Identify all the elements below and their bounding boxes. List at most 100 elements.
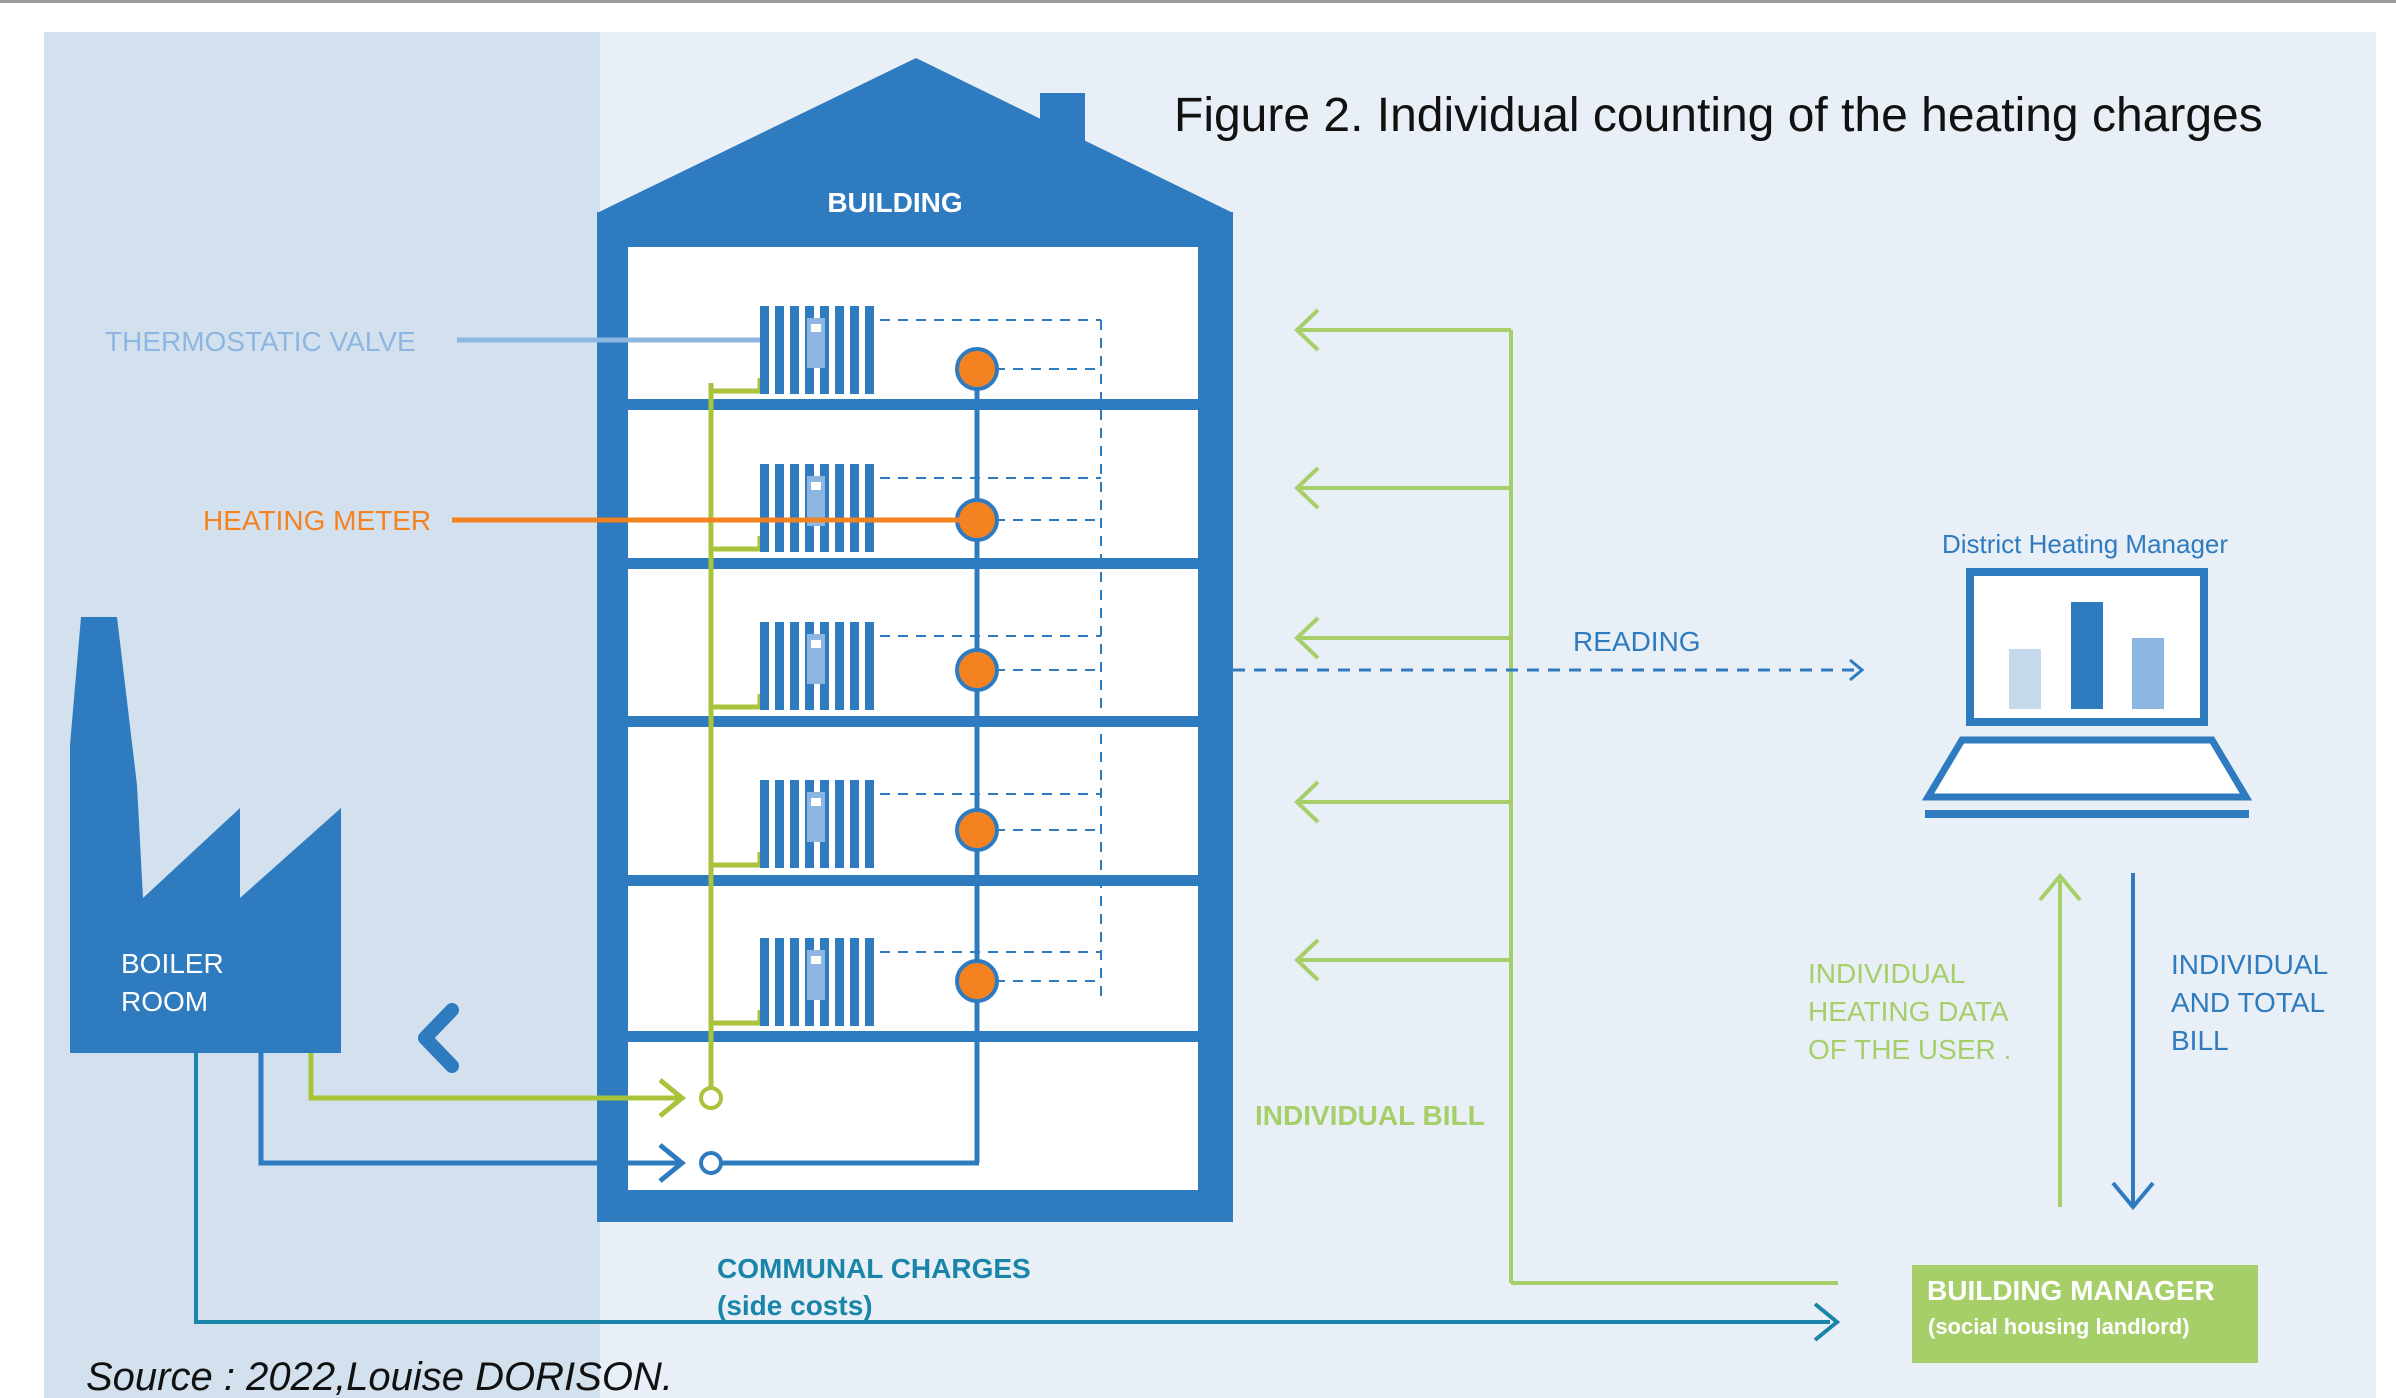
radiator bbox=[760, 622, 874, 710]
return-valve-circle bbox=[699, 1151, 723, 1175]
chevron-left-icon bbox=[1294, 938, 1320, 982]
building-label: BUILDING bbox=[827, 187, 962, 218]
arrow-up-icon bbox=[2038, 872, 2082, 902]
building-manager-box bbox=[1912, 1265, 2258, 1363]
heating-meter bbox=[955, 347, 999, 391]
radiators bbox=[760, 306, 874, 1026]
meter-signal-lines bbox=[880, 319, 1102, 997]
communal-charges-line bbox=[194, 1053, 1830, 1324]
chevron-left-icon bbox=[418, 1003, 459, 1073]
radiator-fin bbox=[775, 306, 784, 394]
reading-label: READING bbox=[1573, 626, 1701, 657]
radiator-fin bbox=[865, 622, 874, 710]
heating-meter bbox=[955, 959, 999, 1003]
radiator-fin bbox=[790, 780, 799, 868]
building-manager-label: BUILDING MANAGER bbox=[1927, 1275, 2215, 1306]
heating-data-label-3: OF THE USER . bbox=[1808, 1034, 2011, 1065]
radiator-fin bbox=[850, 306, 859, 394]
radiator-fin bbox=[790, 464, 799, 552]
laptop-icon bbox=[1921, 568, 2253, 818]
boiler-return-pipe bbox=[258, 1053, 680, 1166]
chevron-right-icon bbox=[658, 1143, 686, 1183]
radiator-fin bbox=[865, 780, 874, 868]
heating-meter-label: HEATING METER bbox=[203, 505, 431, 536]
radiator bbox=[760, 464, 874, 552]
radiator-fin bbox=[850, 622, 859, 710]
chevron-left-icon bbox=[1294, 780, 1320, 824]
chevron-left-icon bbox=[1294, 616, 1320, 660]
district-heating-manager-label: District Heating Manager bbox=[1942, 529, 2228, 559]
radiator-fin bbox=[835, 306, 844, 394]
heating-meter bbox=[955, 648, 999, 692]
radiator-fin bbox=[760, 622, 769, 710]
radiator-fin bbox=[775, 780, 784, 868]
radiator-fin bbox=[850, 938, 859, 1026]
figure-title: Figure 2. Individual counting of the hea… bbox=[1174, 89, 2263, 142]
radiator-fin bbox=[835, 622, 844, 710]
building-manager-sublabel: (social housing landlord) bbox=[1928, 1314, 2190, 1339]
radiator-fin bbox=[760, 464, 769, 552]
radiator-fin bbox=[775, 622, 784, 710]
boiler-supply-pipe bbox=[308, 1053, 680, 1101]
floor-slab bbox=[628, 399, 1198, 410]
laptop-base bbox=[1925, 810, 2249, 818]
radiator-fin bbox=[760, 306, 769, 394]
floor-slab bbox=[628, 716, 1198, 727]
chevron-right-icon bbox=[1849, 658, 1865, 682]
building-chimney bbox=[1040, 93, 1085, 153]
thermostatic-valve-label: THERMOSTATIC VALVE bbox=[105, 326, 416, 357]
radiator bbox=[760, 780, 874, 868]
radiator-fin bbox=[835, 938, 844, 1026]
radiator bbox=[760, 306, 874, 394]
chevron-left-icon bbox=[1294, 466, 1320, 510]
boiler-room-factory bbox=[70, 617, 341, 1053]
source-caption: Source : 2022,Louise DORISON. bbox=[86, 1355, 673, 1398]
radiator-fin bbox=[835, 780, 844, 868]
supply-valve-circle bbox=[699, 1086, 723, 1110]
individual-bill-label: INDIVIDUAL BILL bbox=[1255, 1100, 1485, 1131]
chevron-right-icon bbox=[658, 1078, 686, 1118]
communal-charges-label-1: COMMUNAL CHARGES bbox=[717, 1253, 1031, 1284]
arrow-down-icon bbox=[2111, 1181, 2155, 1211]
floor-slab bbox=[628, 1031, 1198, 1042]
radiator-fin bbox=[775, 938, 784, 1026]
building bbox=[597, 58, 1233, 1222]
radiator-fin bbox=[790, 622, 799, 710]
bill-arrows bbox=[1294, 308, 1511, 982]
valve-display bbox=[811, 956, 821, 964]
valve-display bbox=[811, 798, 821, 806]
total-bill-label-1: INDIVIDUAL bbox=[2171, 949, 2328, 980]
chevron-right-icon bbox=[1813, 1302, 1841, 1342]
radiator-fin bbox=[790, 938, 799, 1026]
heating-meter bbox=[955, 808, 999, 852]
chart-bar bbox=[2009, 649, 2041, 709]
chart-bar bbox=[2132, 638, 2164, 709]
heating-data-label-2: HEATING DATA bbox=[1808, 996, 2009, 1027]
total-bill-label-3: BILL bbox=[2171, 1025, 2229, 1056]
radiator-fin bbox=[835, 464, 844, 552]
radiator-fin bbox=[865, 938, 874, 1026]
radiator-fin bbox=[865, 464, 874, 552]
heating-meters bbox=[955, 347, 999, 1003]
left-panel bbox=[44, 32, 600, 1398]
floor-slab bbox=[628, 875, 1198, 886]
floor-slab bbox=[628, 558, 1198, 569]
radiator-fin bbox=[775, 464, 784, 552]
heating-data-label-1: INDIVIDUAL bbox=[1808, 958, 1965, 989]
valve-display bbox=[811, 640, 821, 648]
radiator bbox=[760, 938, 874, 1026]
radiator-fin bbox=[850, 780, 859, 868]
laptop-keyboard bbox=[1921, 736, 2253, 801]
total-bill-label-2: AND TOTAL bbox=[2171, 987, 2325, 1018]
building-roof bbox=[597, 58, 1233, 213]
chevron-left-icon bbox=[1294, 308, 1320, 352]
boiler-room-label-2: ROOM bbox=[121, 986, 208, 1017]
radiator-fin bbox=[760, 938, 769, 1026]
boiler-room-label-1: BOILER bbox=[121, 948, 224, 979]
radiator-fin bbox=[865, 306, 874, 394]
valve-display bbox=[811, 482, 821, 490]
communal-charges-label-2: (side costs) bbox=[717, 1290, 873, 1321]
radiator-fin bbox=[790, 306, 799, 394]
radiator-fin bbox=[760, 780, 769, 868]
